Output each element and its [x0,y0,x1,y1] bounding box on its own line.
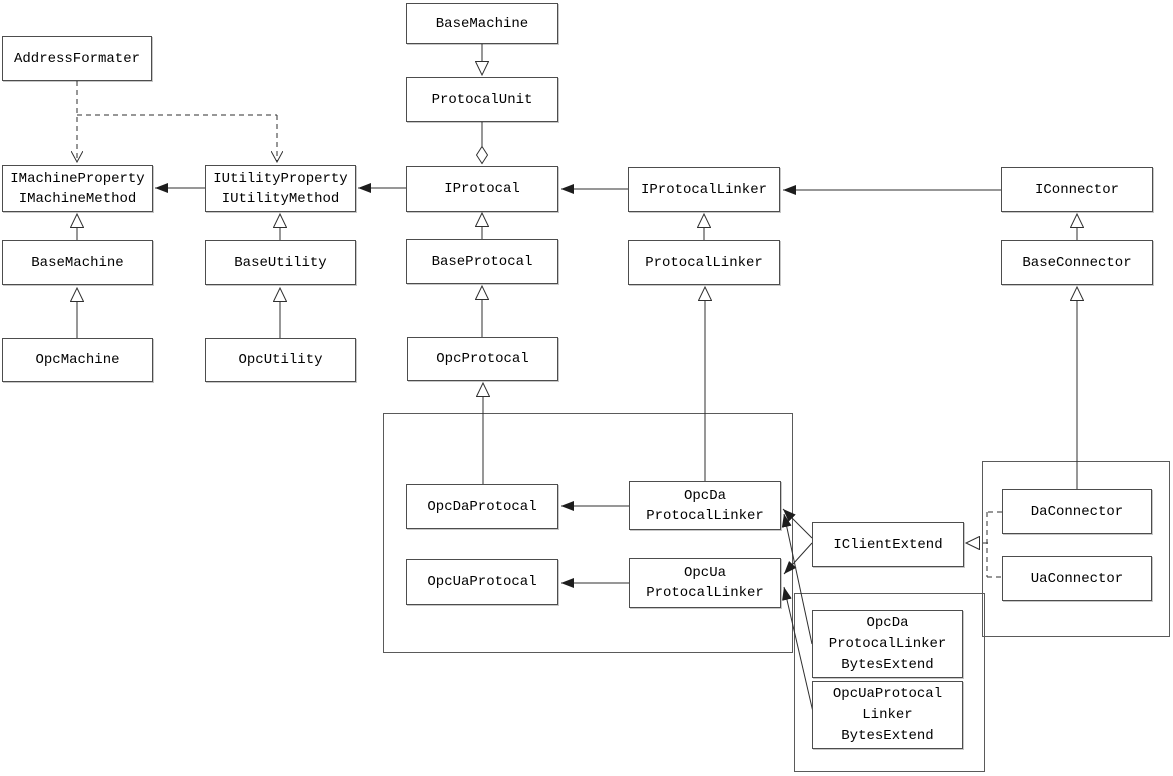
class-label: ProtocalLinker [646,507,764,524]
class-label: IClientExtend [833,536,943,553]
class-box-iclientextend: IClientExtend [812,522,964,567]
class-label: OpcUaProtocal [832,685,943,702]
class-box-opcdaprotocal: OpcDaProtocal [406,484,558,529]
edge-opcdabytes-to-opcdalinker [781,513,813,645]
class-box-opcutility: OpcUtility [205,338,356,382]
class-box-protocalunit: ProtocalUnit [406,77,558,122]
class-label: IConnector [1034,181,1119,198]
edge-opcuabytes-to-opcualinker [782,586,814,713]
class-box-iprotocal: IProtocal [406,166,558,212]
class-label: UaConnector [1030,570,1124,587]
class-box-iconnector: IConnector [1001,167,1153,212]
class-box-basemachine-top: BaseMachine [406,3,558,44]
class-box-opcualinker-bytesextend: OpcUaProtocal Linker BytesExtend [812,681,963,749]
edge-iclientextend-to-opcdalinker [782,508,813,539]
class-box-baseprotocal: BaseProtocal [406,239,558,284]
class-box-opcuaprotocal: OpcUaProtocal [406,559,558,605]
class-label: BaseMachine [435,15,529,32]
class-box-opcualinker: OpcUa ProtocalLinker [629,558,781,608]
class-box-iutility: IUtilityProperty IUtilityMethod [205,165,356,212]
class-label: ProtocalLinker [828,635,947,652]
class-label: Linker [862,706,913,723]
class-label: IMachineProperty [10,170,145,187]
class-label: ProtocalUnit [431,91,533,108]
class-label: BytesExtend [841,656,934,673]
class-label: IProtocal [444,181,520,197]
class-label: BaseMachine [31,254,124,271]
class-box-imachine: IMachineProperty IMachineMethod [2,165,153,212]
class-label: OpcUtility [238,352,323,368]
class-label: DaConnector [1030,503,1124,520]
class-label: IUtilityMethod [221,190,340,207]
class-box-opcdalinker-bytesextend: OpcDa ProtocalLinker BytesExtend [812,610,963,678]
class-box-protocallinker: ProtocalLinker [628,240,780,285]
class-box-uaconnector: UaConnector [1002,556,1152,601]
class-box-basemachine: BaseMachine [2,240,153,285]
class-box-opcdalinker: OpcDa ProtocalLinker [629,481,781,530]
class-label: OpcDa [866,614,909,631]
class-label: AddressFormater [13,50,141,67]
class-box-iprotocallinker: IProtocalLinker [628,167,780,212]
class-box-opcmachine: OpcMachine [2,338,153,382]
class-label: ProtocalLinker [646,585,764,601]
class-label: BaseProtocal [431,253,533,270]
edge-iclientextend-to-opcualinker [783,542,813,575]
group-box-bytes-extend [794,593,985,772]
class-label: BaseConnector [1022,254,1132,271]
class-label: OpcMachine [35,352,120,368]
class-label: BytesExtend [841,727,934,744]
class-label: IUtilityProperty [213,170,348,187]
class-label: IProtocalLinker [640,181,768,198]
class-label: OpcProtocal [436,351,529,367]
class-box-opcprotocal: OpcProtocal [407,337,558,381]
class-label: OpcDaProtocal [427,498,537,515]
class-label: OpcUaProtocal [427,574,537,590]
group-box-opc-protocal-linkers [383,413,793,653]
class-box-baseconnector: BaseConnector [1001,240,1153,285]
class-label: OpcUa [683,565,726,581]
class-label: BaseUtility [234,254,327,271]
class-label: ProtocalLinker [645,254,763,271]
group-box-connectors [982,461,1170,637]
class-label: OpcDa [683,487,726,504]
class-box-baseutility: BaseUtility [205,240,356,285]
class-box-addressformater: AddressFormater [2,36,152,81]
class-box-daconnector: DaConnector [1002,489,1152,534]
class-label: IMachineMethod [18,190,137,207]
